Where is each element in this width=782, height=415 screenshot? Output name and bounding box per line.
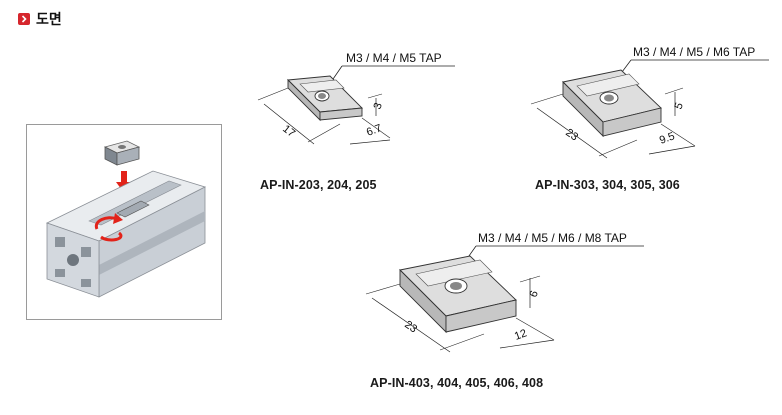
dim-width: 9.5: [658, 130, 676, 147]
drawing-ap-in-200: M3 / M4 / M5 TAP 17 3 6.7: [250, 40, 460, 160]
dim-width: 12: [513, 327, 529, 342]
dim-height: 5: [673, 101, 686, 111]
drawing-caption: AP-IN-403, 404, 405, 406, 408: [370, 376, 544, 390]
installation-illustration: [26, 124, 222, 320]
drawing-ap-in-400: M3 / M4 / M5 / M6 / M8 TAP 23 6 12: [360, 228, 650, 361]
dim-length: 23: [563, 127, 580, 144]
drawing-caption: AP-IN-203, 204, 205: [260, 178, 377, 192]
dim-height: 3: [372, 101, 385, 111]
dim-length: 23: [402, 319, 419, 336]
section-title: 도면: [36, 11, 62, 27]
tap-label: M3 / M4 / M5 / M6 TAP: [633, 45, 755, 59]
tap-label: M3 / M4 / M5 / M6 / M8 TAP: [478, 231, 627, 245]
chevron-right-icon: [18, 13, 30, 25]
section-header: 도면: [18, 12, 62, 26]
dim-height: 6: [528, 289, 541, 299]
dim-length: 17: [280, 123, 297, 140]
drawing-ap-in-300: M3 / M4 / M5 / M6 TAP 23 5 9.5: [525, 42, 770, 167]
dim-width: 6.7: [365, 122, 383, 139]
drawing-caption: AP-IN-303, 304, 305, 306: [535, 178, 680, 192]
tap-label: M3 / M4 / M5 TAP: [346, 51, 442, 65]
